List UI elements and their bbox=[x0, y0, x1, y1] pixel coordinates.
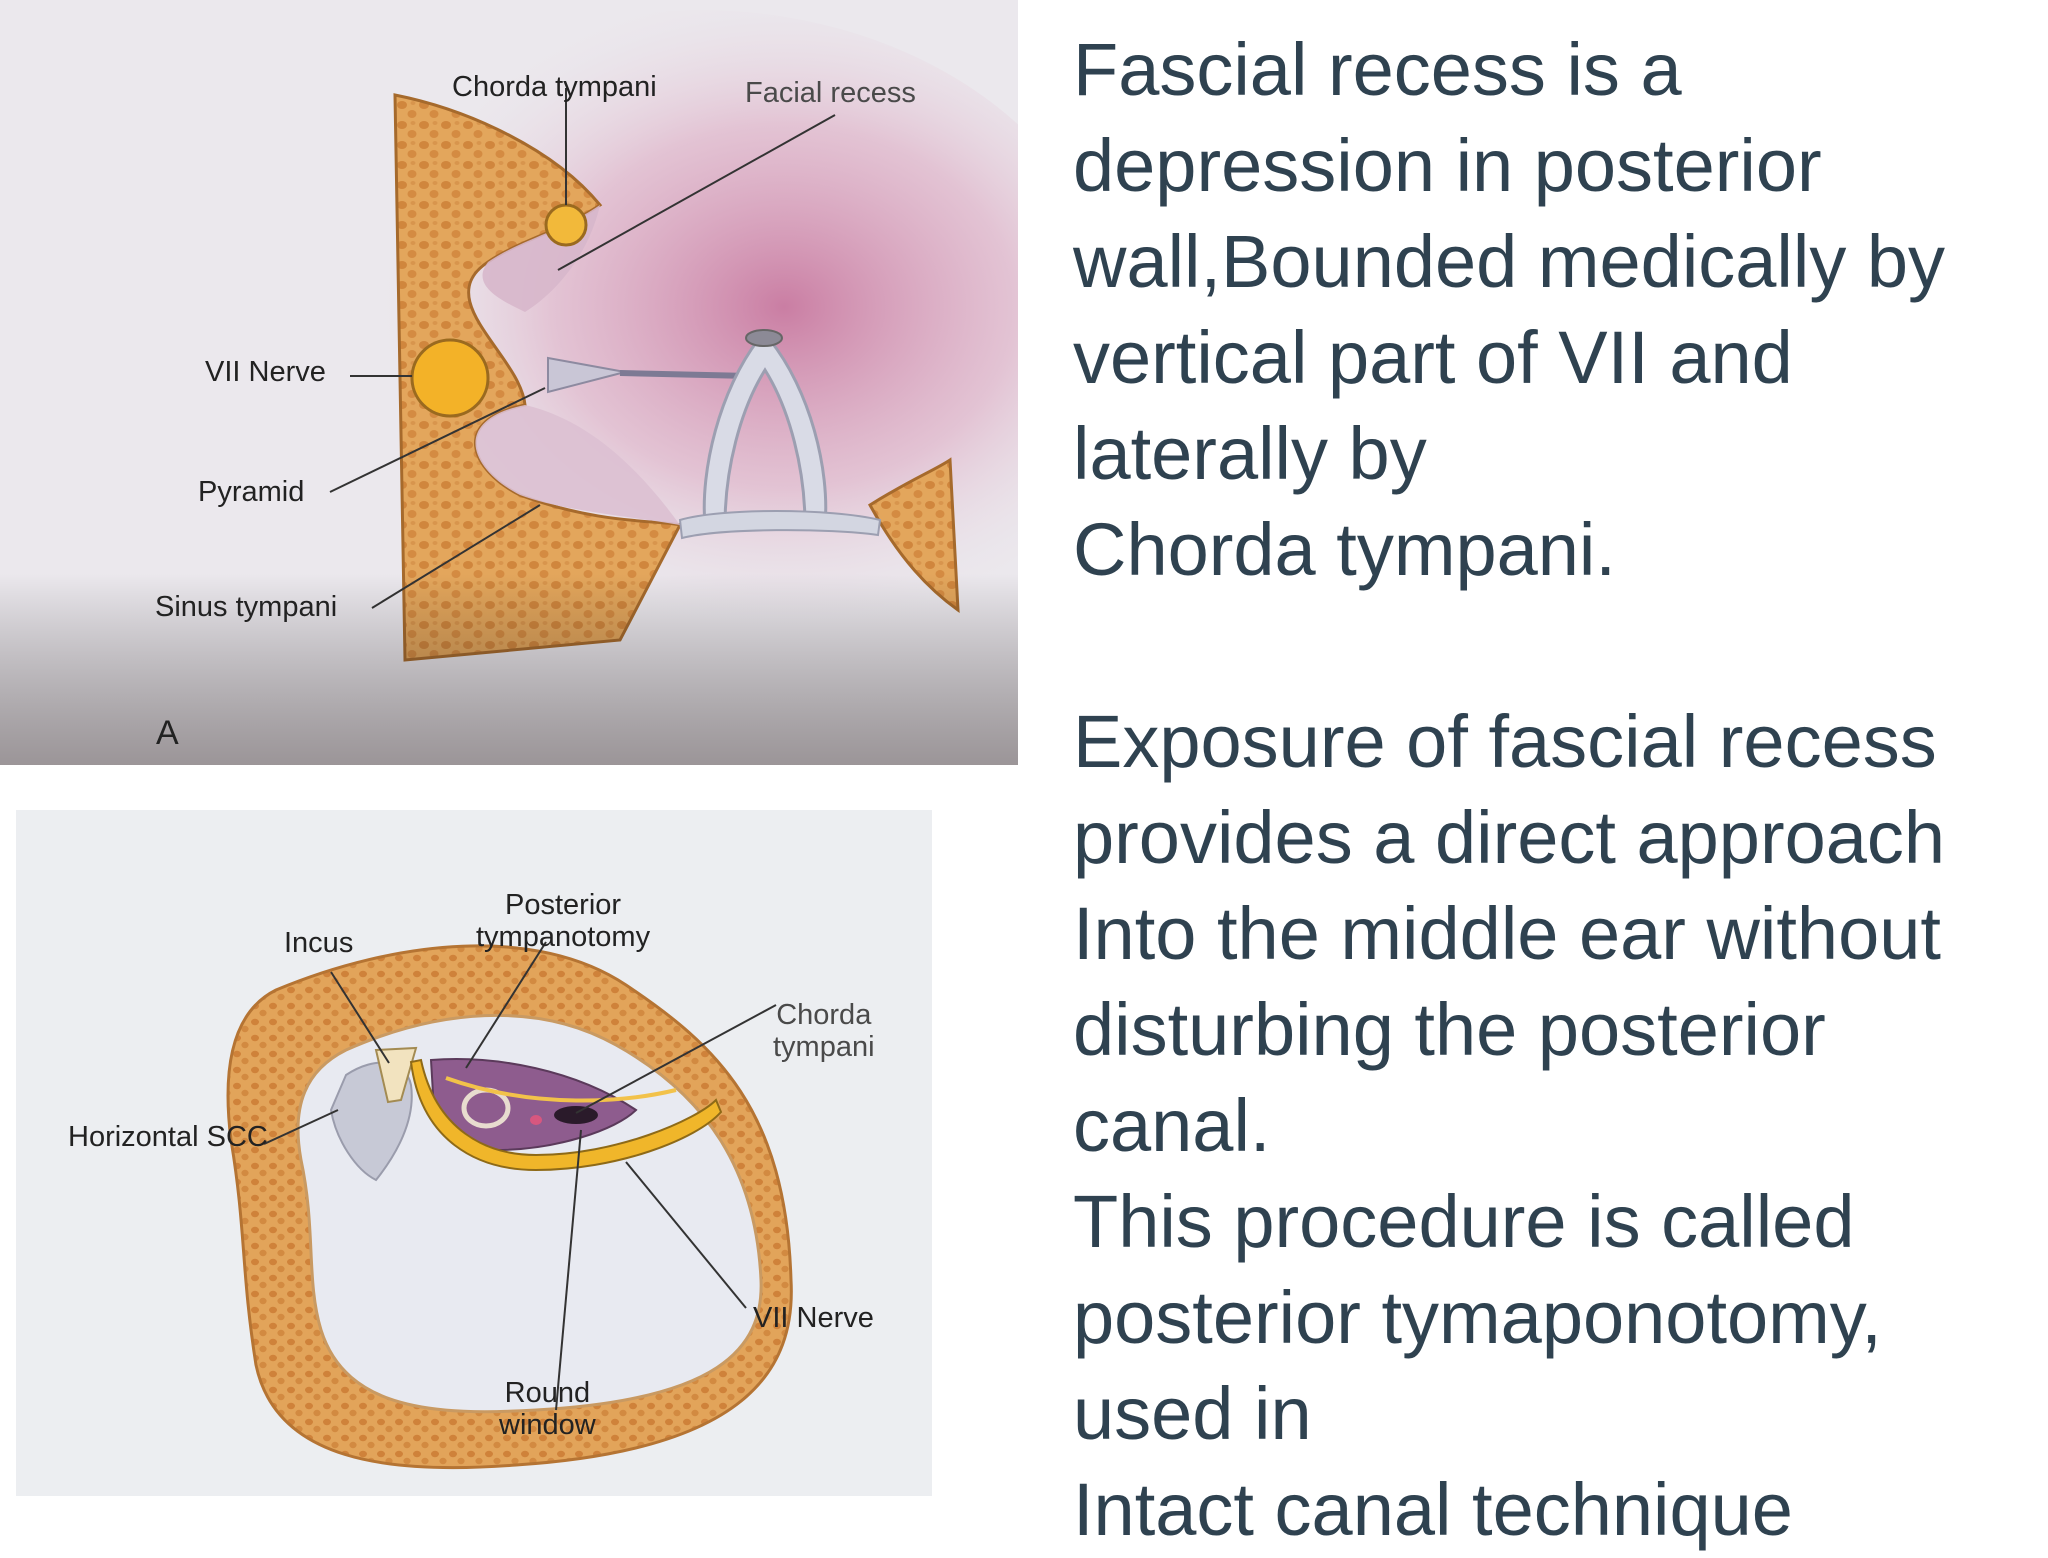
label-round-window: Round window bbox=[499, 1377, 596, 1441]
figure-b-illustration bbox=[16, 810, 932, 1496]
round-window bbox=[554, 1106, 598, 1124]
figure-a-illustration bbox=[0, 0, 1018, 765]
mastoid-cavity bbox=[296, 1013, 763, 1414]
label-sinus-tympani: Sinus tympani bbox=[155, 591, 338, 623]
figure-a-panel: Chorda tympani Facial recess VII Nerve P… bbox=[0, 0, 1018, 765]
explanation-text: Fascial recess is a depression in poster… bbox=[1073, 22, 2033, 1558]
figure-b-panel: Incus Posterior tympanotomy Chorda tympa… bbox=[16, 810, 932, 1496]
paragraph-gap bbox=[1073, 598, 2033, 694]
text-paragraph-1: Fascial recess is a depression in poster… bbox=[1073, 28, 1946, 591]
incus bbox=[374, 1046, 418, 1104]
vii-nerve-band bbox=[409, 1058, 723, 1172]
label-horizontal-scc: Horizontal SCC bbox=[68, 1121, 268, 1153]
text-paragraph-2: Exposure of fascial recess provides a di… bbox=[1073, 700, 1946, 1551]
label-posterior-tympanotomy: Posterior tympanotomy bbox=[476, 889, 651, 953]
panel-letter-a: A bbox=[156, 714, 179, 752]
label-vii-nerve-a: VII Nerve bbox=[205, 356, 326, 388]
label-facial-recess: Facial recess bbox=[745, 77, 916, 109]
label-chorda-tympani-b: Chorda tympani bbox=[773, 999, 875, 1063]
label-pyramid: Pyramid bbox=[198, 476, 305, 508]
label-chorda-tympani-a: Chorda tympani bbox=[452, 71, 657, 103]
label-vii-nerve-b: VII Nerve bbox=[753, 1302, 874, 1334]
label-incus: Incus bbox=[284, 927, 354, 959]
